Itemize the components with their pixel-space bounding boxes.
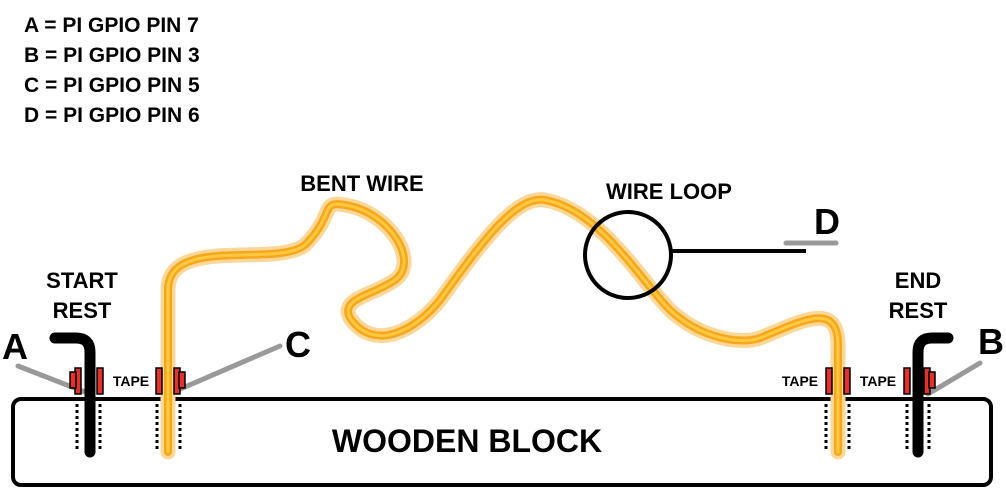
tape-label-end: TAPE bbox=[860, 373, 896, 389]
drill-holes bbox=[75, 398, 931, 452]
start-rest-label-line2: REST bbox=[53, 298, 112, 323]
tape-label-right: TAPE bbox=[782, 373, 818, 389]
start-rest-rod bbox=[49, 332, 96, 458]
hole-wire-right bbox=[824, 398, 851, 452]
lead-c bbox=[168, 343, 283, 396]
pin-c-label: C bbox=[285, 324, 311, 365]
tape-pieces bbox=[69, 367, 936, 395]
legend-item-a: A = PI GPIO PIN 7 bbox=[24, 14, 199, 37]
tape-end-rest-left bbox=[903, 367, 911, 395]
bent-wire bbox=[160, 192, 846, 460]
pin-b-label: B bbox=[978, 321, 1004, 362]
hole-wire-left bbox=[155, 398, 182, 452]
end-rest-rod bbox=[912, 332, 954, 458]
legend-item-c: C = PI GPIO PIN 5 bbox=[24, 74, 200, 97]
end-rest-label-line1: END bbox=[895, 268, 941, 293]
wooden-block-label: WOODEN BLOCK bbox=[332, 423, 602, 459]
tape-wire-right-left bbox=[825, 367, 833, 395]
wire-loop-label: WIRE LOOP bbox=[606, 179, 732, 204]
tape-wire-left-wing bbox=[178, 371, 186, 389]
bent-wire-label: BENT WIRE bbox=[300, 171, 423, 196]
tape-end-rest-wing bbox=[928, 371, 936, 389]
start-rest-label-line1: START bbox=[46, 268, 118, 293]
pin-d-label: D bbox=[814, 201, 840, 242]
bent-wire-core bbox=[166, 198, 840, 454]
legend-item-d: D = PI GPIO PIN 6 bbox=[24, 104, 200, 127]
legend-item-b: B = PI GPIO PIN 3 bbox=[24, 44, 200, 67]
wire-loop bbox=[583, 210, 806, 300]
tape-start-rest-wing bbox=[69, 371, 77, 389]
tape-start-rest-right bbox=[96, 367, 104, 395]
pin-a-label: A bbox=[2, 326, 28, 367]
hole-start-rest bbox=[75, 398, 102, 452]
hole-end-rest bbox=[905, 398, 931, 452]
pin-legend: A = PI GPIO PIN 7 B = PI GPIO PIN 3 C = … bbox=[24, 14, 200, 127]
tape-label-left: TAPE bbox=[113, 373, 149, 389]
end-rest-label-line2: REST bbox=[889, 298, 948, 323]
tape-wire-right-right bbox=[843, 367, 851, 395]
wire-loop-ring bbox=[583, 210, 673, 300]
wooden-block bbox=[11, 397, 993, 487]
tape-wire-left-left bbox=[155, 367, 163, 395]
lead-b bbox=[925, 360, 983, 397]
